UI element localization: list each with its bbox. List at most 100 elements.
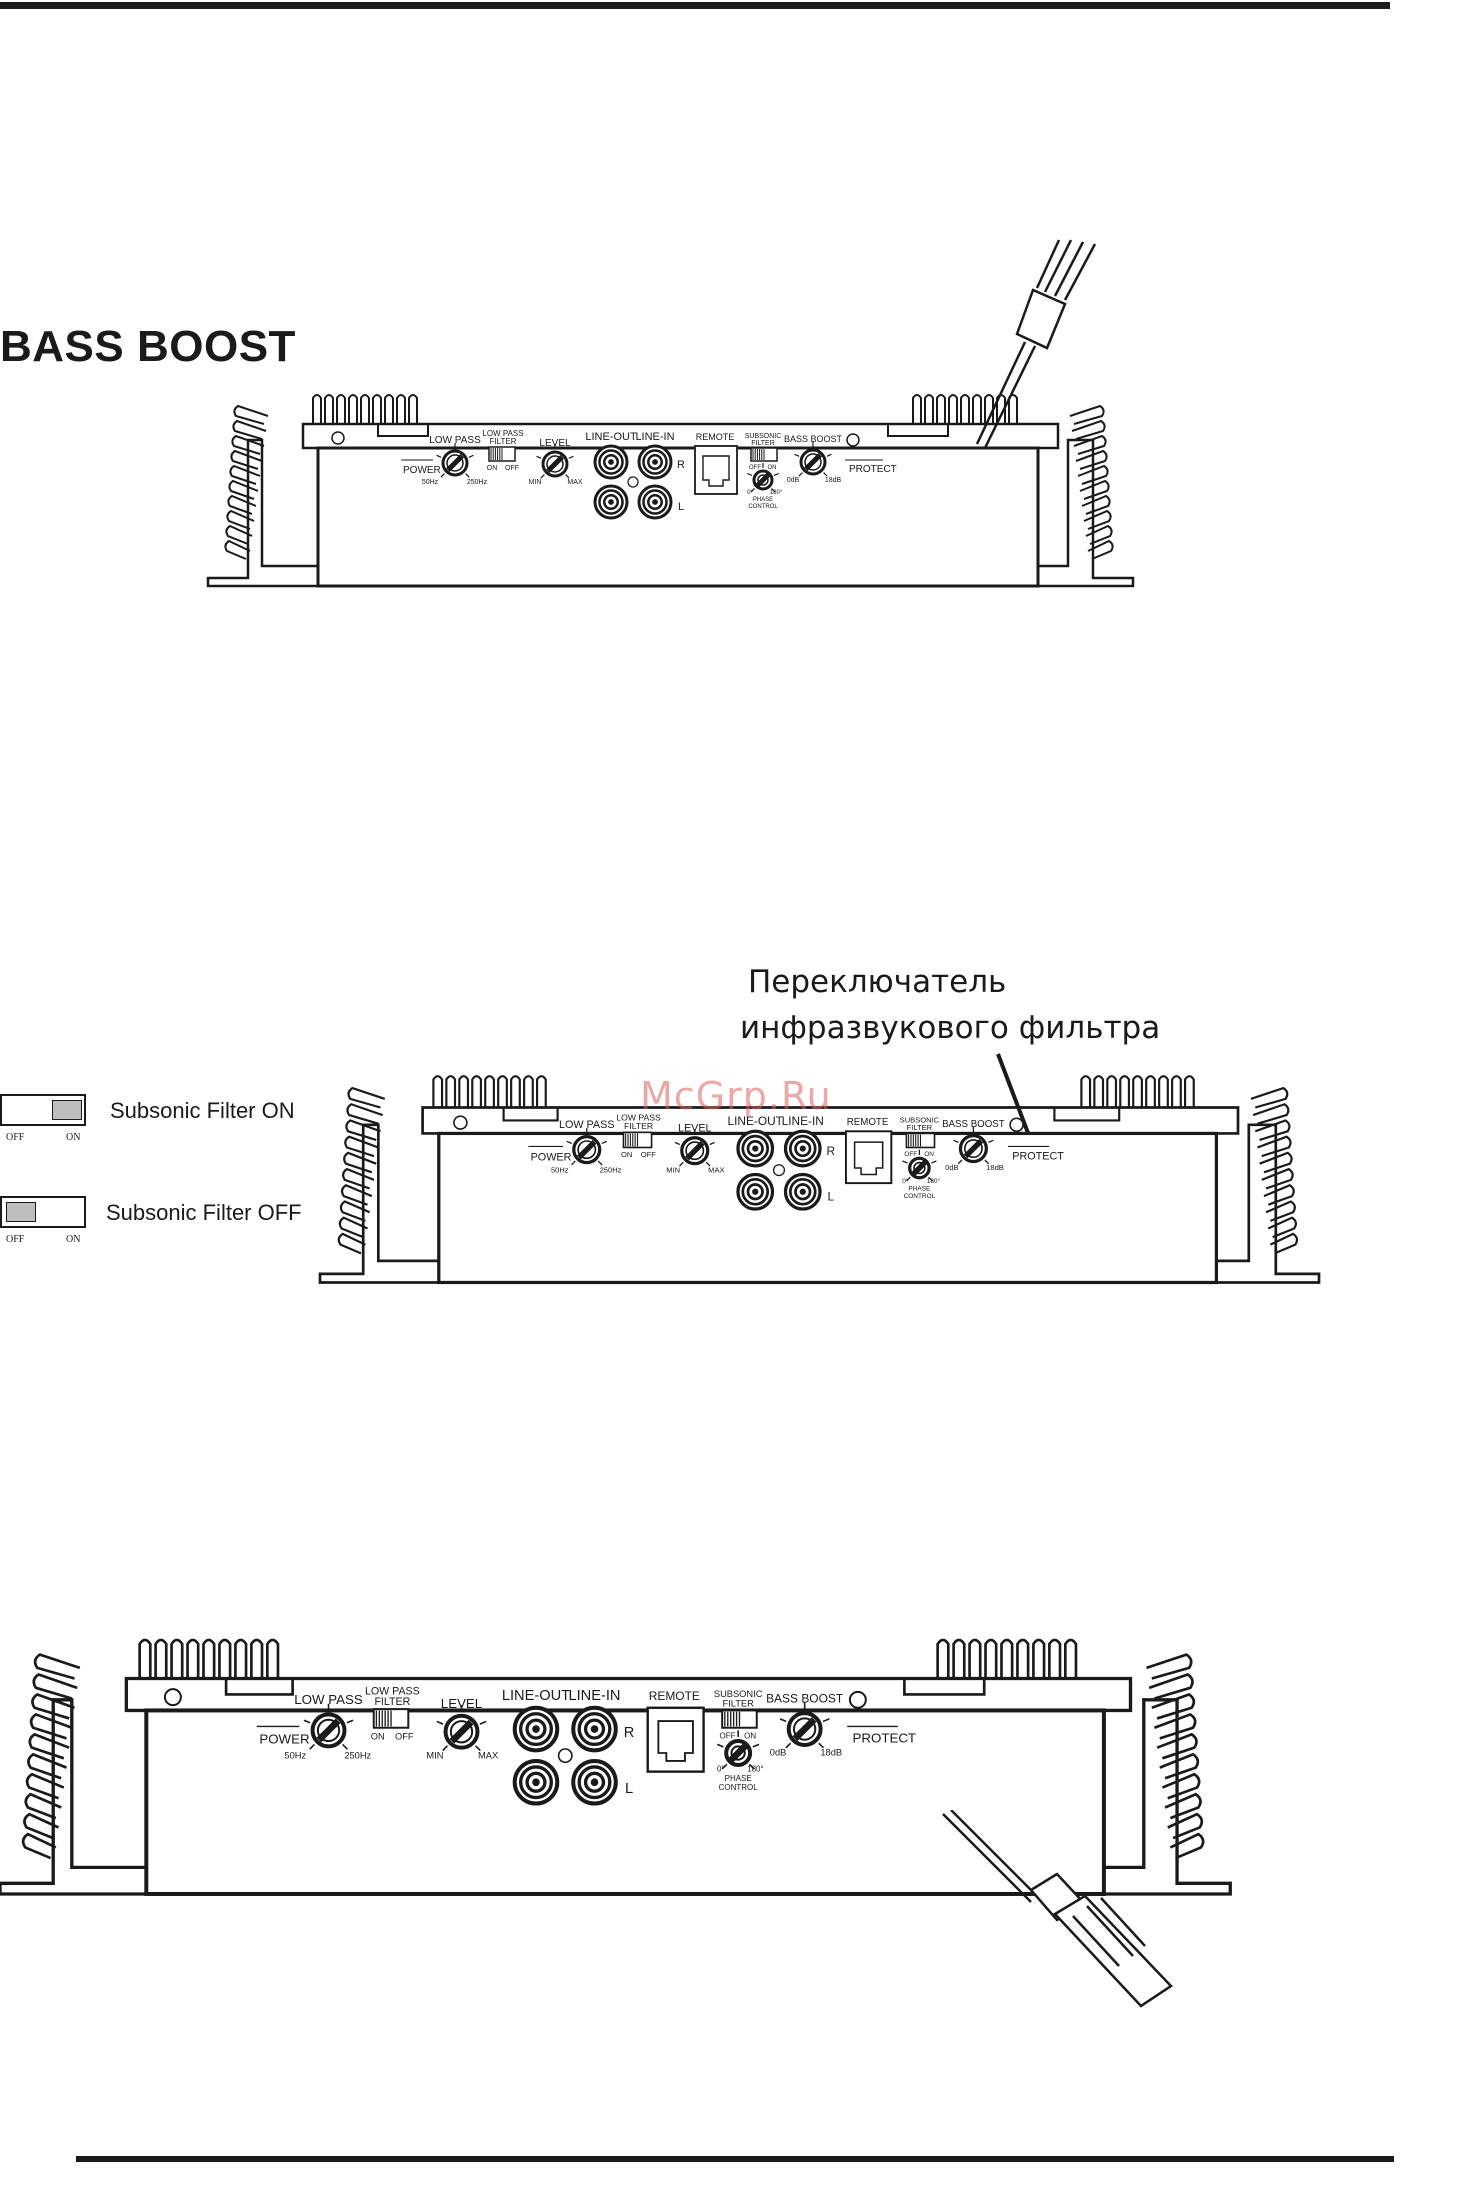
rca-jack-out-l [736, 1172, 775, 1211]
phase-knob [747, 463, 779, 493]
protect-led [846, 433, 860, 447]
label-hz50: 50Hz [284, 1750, 306, 1760]
switch-off-illustration [0, 1196, 86, 1228]
switch-on-text: ON [66, 1234, 81, 1245]
label-min: MIN [529, 479, 542, 486]
label-lp-filter-1: LOW PASS [482, 429, 523, 438]
heatsink-fins [21, 1638, 1205, 1860]
label-deg180: 180° [770, 490, 783, 496]
label-bass-boost: BASS BOOST [942, 1119, 1005, 1130]
label-line-out: LINE-OUT [502, 1688, 570, 1704]
ground-screw [772, 1164, 786, 1177]
label-sub-off: OFF [720, 1731, 736, 1740]
panel-step [377, 424, 949, 437]
label-low-pass: LOW PASS [294, 1692, 363, 1707]
label-lp-on: ON [371, 1732, 385, 1742]
label-phase: PHASE [753, 497, 773, 503]
label-l: L [828, 1189, 835, 1203]
label-18db: 18dB [820, 1748, 842, 1758]
label-control: CONTROL [719, 1783, 759, 1792]
front-panel [144, 1708, 1106, 1896]
label-18db: 18dB [825, 477, 842, 484]
phase-knob [716, 1730, 760, 1770]
label-sub-on: ON [924, 1151, 934, 1158]
phase-knob [902, 1149, 937, 1182]
label-low-pass: LOW PASS [559, 1119, 615, 1131]
label-deg0: 0° [717, 1765, 725, 1774]
section-heading: BASS BOOST [0, 322, 296, 371]
label-sub-off: OFF [904, 1151, 917, 1158]
label-min: MIN [666, 1165, 680, 1174]
protect-led [848, 1690, 867, 1709]
remote-port-socket [853, 1141, 884, 1176]
label-line-out: LINE-OUT [728, 1114, 783, 1128]
label-lp-filter-1: LOW PASS [365, 1685, 420, 1697]
label-hz50: 50Hz [422, 479, 439, 486]
label-sub-on: ON [768, 465, 777, 471]
label-lp-off: OFF [641, 1150, 656, 1159]
label-level: LEVEL [539, 438, 571, 449]
label-power: POWER [531, 1151, 572, 1163]
low-pass-filter-switch [622, 1131, 653, 1149]
low-pass-knob [303, 1703, 354, 1750]
label-phase: PHASE [725, 1774, 752, 1783]
label-0db: 0dB [945, 1163, 958, 1172]
rca-jack-out-l [512, 1758, 560, 1806]
low-pass-knob [566, 1128, 607, 1166]
label-max: MAX [567, 479, 583, 486]
rca-jack-in-l [571, 1758, 618, 1806]
label-sub-on: ON [744, 1731, 756, 1740]
label-subsonic-2: FILTER [751, 440, 775, 447]
label-min: MIN [426, 1750, 443, 1760]
bottom-rule [76, 2156, 1394, 2162]
label-level: LEVEL [678, 1122, 712, 1134]
label-remote: REMOTE [696, 432, 735, 442]
level-knob [674, 1129, 715, 1167]
subsonic-filter-switch [905, 1132, 936, 1149]
label-max: MAX [478, 1750, 498, 1760]
label-lp-on: ON [487, 465, 498, 472]
label-power: POWER [403, 465, 441, 476]
label-subsonic-1: SUBSONIC [714, 1689, 763, 1699]
switch-off-text: OFF [6, 1234, 25, 1245]
screwdriver-icon [975, 239, 1097, 449]
label-0db: 0dB [770, 1748, 787, 1758]
ground-screw [627, 476, 639, 488]
top-rule [0, 2, 1390, 9]
label-hz250: 250Hz [600, 1165, 622, 1174]
front-panel [316, 446, 1040, 588]
switch-on-illustration [0, 1094, 86, 1126]
rca-jack-out-r [593, 444, 629, 480]
chassis-outline [0, 1676, 1232, 1896]
subsonic-legend: OFF ON Subsonic Filter ON OFF ON Subsoni… [0, 1090, 330, 1250]
label-r: R [624, 1725, 635, 1741]
label-lp-filter-2: FILTER [374, 1696, 410, 1708]
protect-led [1009, 1117, 1024, 1133]
chassis-outline [318, 1106, 1321, 1284]
power-led [331, 431, 345, 445]
label-deg0: 0° [902, 1177, 909, 1185]
ground-screw [557, 1748, 573, 1764]
label-bass-boost: BASS BOOST [784, 434, 843, 444]
label-l: L [625, 1781, 633, 1797]
remote-port-socket [657, 1720, 694, 1762]
switch-on-text: ON [66, 1132, 81, 1143]
label-lp-on: ON [621, 1150, 632, 1159]
label-subsonic-2: FILTER [907, 1123, 933, 1132]
label-l: L [678, 501, 684, 513]
label-lp-off: OFF [395, 1732, 414, 1742]
level-knob [436, 1705, 487, 1752]
subsonic-filter-switch [750, 447, 778, 462]
label-hz250: 250Hz [344, 1750, 371, 1760]
heatsink-fins [337, 1075, 1299, 1255]
remote-port [844, 1130, 893, 1185]
label-remote: REMOTE [649, 1689, 700, 1703]
label-line-out: LINE-OUT [585, 431, 637, 443]
heatsink-fins [224, 394, 1114, 560]
